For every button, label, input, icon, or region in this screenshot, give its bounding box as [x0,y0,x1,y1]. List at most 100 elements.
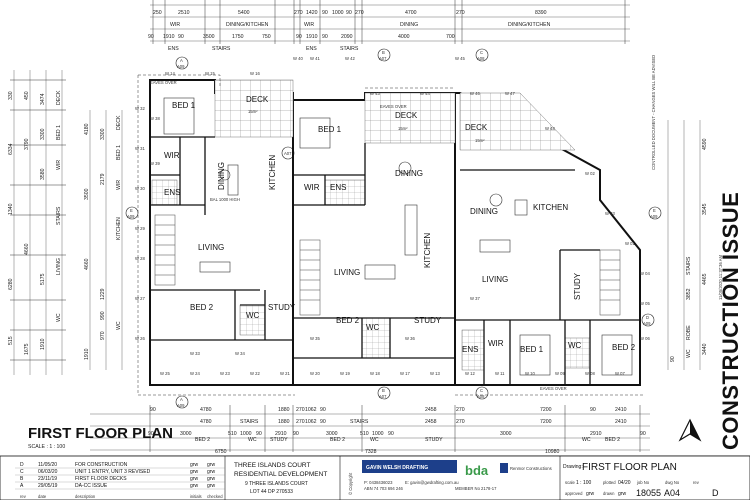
tag-b: B [382,50,385,55]
top-dim-2-1: DINING/KITCHEN [226,22,269,28]
top-dim-1-6: 1000 [332,10,344,16]
bot-dim-4-1: 3000 [180,431,192,437]
mid-dim-9: 1229 [100,288,106,300]
tag-d: D [646,315,649,320]
window-tag: W 05 [640,301,650,306]
dwg-label: Drawing: [563,464,583,470]
firm-name: GAVIN WELSH DRAFTING [366,465,428,471]
window-tag: W 30 [135,186,145,191]
bot-dim-1-6: 2458 [425,407,437,413]
tag-e: E [130,208,133,213]
right-dim-4: STAIRS [686,256,692,275]
bot-dim-5-2: STUDY [270,437,288,443]
revision-cell: FIRST FLOOR DECKS [75,476,127,482]
room-u1-living: LIVING [198,243,224,252]
right-dim-7: 90 [670,356,676,362]
left-dim-11: 1340 [8,203,14,215]
window-tag: W 16 [250,71,260,76]
firm-email: E: gavin@gwdrafting.com.au [405,480,459,485]
furniture [163,97,633,376]
top-dim-1-5: 90 [322,10,328,16]
room-u3-deck: DECK [465,123,488,132]
window-tag: W 42 [345,56,355,61]
tag-a09-left: A09 [127,214,135,219]
window-tag: W 47 [505,91,515,96]
drawn-label: drawn [603,491,615,496]
tag-a09-right: A09 [650,214,658,219]
mid-dim-3: BED 1 [116,145,122,160]
window-tag: W 48 [545,126,555,131]
window-tag: W 36 [405,336,415,341]
bot-dim-4-12: 2910 [590,431,602,437]
bottom-dimensions: 90 4780 1880 270 1062 90 2458 270 7200 9… [90,405,750,457]
window-tag: W 17 [400,371,410,376]
room-u1-bed2: BED 2 [190,303,214,312]
right-dim-6: WC [686,349,692,358]
mid-dim-5: WIR [116,180,122,190]
bot-dim-4-7: 3000 [326,431,338,437]
revision-header: rev [20,494,27,499]
bot-dim-4-4: 90 [256,431,262,437]
builder-logo-mark [500,463,508,473]
room-u1-ens: ENS [164,188,180,197]
bot-dim-4-6: 90 [293,431,299,437]
bot-dim-1-8: 7200 [540,407,552,413]
mid-dim-1: DECK [116,115,122,130]
window-tag: W 44 [420,91,430,96]
bot-dim-4-5: 2910 [275,431,287,437]
mid-dimensions: 4180 DECK 3300 BED 1 2179 WIR 3500 KITCH… [84,110,123,370]
mid-dim-13: 1910 [84,348,90,360]
top-dim-1-4: 1420 [306,10,318,16]
window-tag: W 26 [135,336,145,341]
room-u3-living: LIVING [482,275,508,284]
revision-header: date [38,494,47,499]
window-tag: W 32 [135,106,145,111]
revision-cell: grw [190,462,198,468]
window-tag: W 39 [150,161,160,166]
room-u2-ens: ENS [330,183,346,192]
bot-dim-3-6: 270 [456,419,465,425]
bot-dim-1-1: 4780 [200,407,212,413]
revision-cell: FOR CONSTRUCTION [75,462,128,468]
rev-val: D [712,488,719,498]
bot-dim-1-5: 90 [320,407,326,413]
bot-dim-4-8: 510 [360,431,369,437]
bot-dim-4-0: 90 [148,431,154,437]
bot-dim-4-11: 3000 [500,431,512,437]
top-dim-1-2: 5400 [238,10,250,16]
top-dim-3-10: 4000 [398,34,410,40]
room-u2-bed1: BED 1 [318,125,342,134]
bot-dim-3-8: 2410 [615,419,627,425]
mid-dim-6: 3500 [84,188,90,200]
dwgno-val: A04 [664,488,680,498]
bdaa-logo: bda [465,463,489,478]
deck-area-u3: 15m² [475,138,485,143]
firm-abn: ABN 74 703 694 246 [364,486,404,491]
ens-tiles-u2 [324,179,366,206]
revision-cell: D [20,462,24,468]
revision-cell: 29/05/19 [38,483,58,489]
revision-cell: 06/03/20 [38,469,58,475]
top-dim-1-10: 270 [456,10,465,16]
bot-dim-5-7: WC [582,437,591,443]
room-u3-kitchen: KITCHEN [533,203,568,212]
left-dim-18: 1675 [24,343,30,355]
top-dim-3-3: 3500 [203,34,215,40]
top-dim-2-4: DINING/KITCHEN [508,22,551,28]
eaves-note-2: EAVES OVER [380,104,407,109]
dwg-name: FIRST FLOOR PLAN [582,462,677,473]
room-u3-bed2: BED 2 [612,343,636,352]
top-dim-2-2: WIR [304,22,314,28]
bot-dim-1-4: 1062 [305,407,317,413]
revision-cell: UNIT 1 ENTRY, UNIT 3 REVISED [75,469,151,475]
approved-label: approved [565,491,583,496]
revision-cell: C [20,469,24,475]
bot-dim-6-1: 7328 [365,449,377,455]
dwgno-label: dwg No [665,480,680,485]
window-tag: W 18 [370,371,380,376]
firm-copyright: © Copyright [348,472,353,495]
tag-a08-bot: A08 [477,394,485,399]
left-dim-16: WC [56,313,62,322]
bot-dim-3-2: 270 [296,419,305,425]
